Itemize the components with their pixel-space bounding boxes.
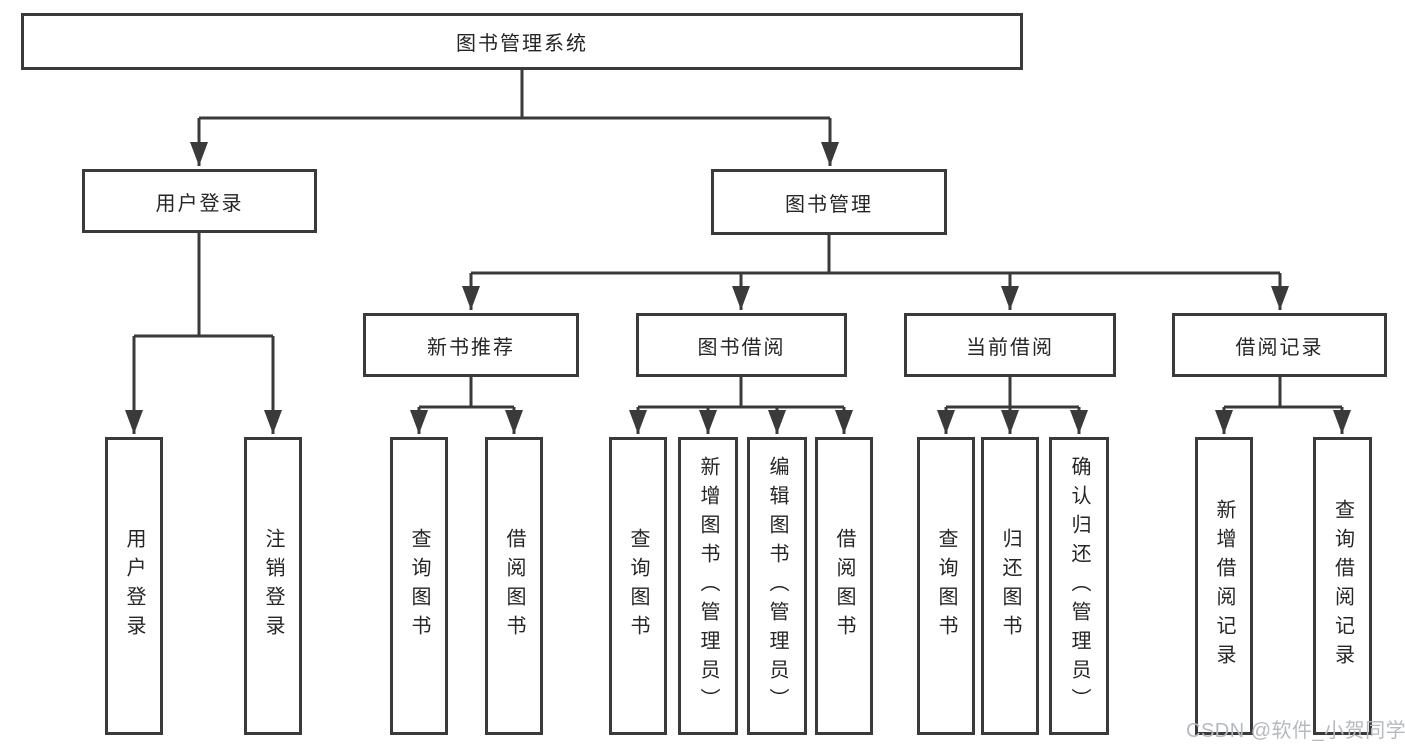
node-user-login: 用户登录 — [82, 169, 317, 233]
node-label: 图书管理 — [785, 193, 873, 216]
connector-current-borrow-to-leaves — [937, 377, 1088, 434]
leaf-user-login: 用户登录 — [105, 437, 163, 735]
node-label: 注销登录 — [262, 528, 284, 644]
node-label: 确认归还（管理员） — [1068, 455, 1090, 717]
leaf-add-borrow-record: 新增借阅记录 — [1195, 437, 1253, 735]
node-label: 新书推荐 — [427, 336, 515, 359]
connector-book-borrow-to-leaves — [629, 377, 853, 434]
node-label: 图书管理系统 — [456, 33, 588, 55]
node-label: 归还图书 — [999, 528, 1021, 644]
leaf-query-books-recommend: 查询图书 — [390, 437, 448, 735]
node-label: 新增图书（管理员） — [697, 455, 719, 717]
connector-book-management-to-level3 — [462, 235, 1289, 310]
connector-root-to-level2 — [190, 70, 839, 166]
csdn-watermark: CSDN @软件_小贺同学 — [1186, 720, 1405, 742]
connector-borrow-record-to-leaves — [1215, 377, 1351, 434]
leaf-query-books-borrow: 查询图书 — [609, 437, 667, 735]
leaf-logout: 注销登录 — [244, 437, 302, 735]
node-book-management: 图书管理 — [711, 169, 947, 235]
leaf-borrow-books-recommend: 借阅图书 — [485, 437, 543, 735]
leaf-borrow-books: 借阅图书 — [815, 437, 873, 735]
leaf-return-books: 归还图书 — [981, 437, 1039, 735]
node-library-management-system: 图书管理系统 — [21, 13, 1023, 70]
node-current-borrow: 当前借阅 — [904, 313, 1116, 377]
leaf-query-books-current: 查询图书 — [917, 437, 975, 735]
node-label: 用户登录 — [123, 528, 145, 644]
node-label: 借阅图书 — [833, 528, 855, 644]
node-label: 查询借阅记录 — [1331, 499, 1354, 673]
node-label: 新增借阅记录 — [1213, 499, 1235, 673]
node-label: 查询图书 — [935, 528, 957, 644]
node-label: 借阅记录 — [1235, 336, 1324, 359]
leaf-edit-books-admin: 编辑图书（管理员） — [747, 437, 807, 735]
node-label: 编辑图书（管理员） — [766, 455, 788, 717]
node-label: 查询图书 — [627, 528, 649, 644]
node-new-book-recommend: 新书推荐 — [363, 313, 579, 377]
node-label: 当前借阅 — [966, 336, 1054, 359]
node-label: 图书借阅 — [697, 336, 786, 359]
leaf-add-books-admin: 新增图书（管理员） — [678, 437, 738, 735]
leaf-query-borrow-record: 查询借阅记录 — [1313, 437, 1372, 735]
node-label: 查询图书 — [408, 528, 430, 644]
connector-user-login-to-leaves — [125, 233, 282, 434]
leaf-confirm-return-admin: 确认归还（管理员） — [1049, 437, 1109, 735]
node-label: 借阅图书 — [503, 528, 525, 644]
node-book-borrow: 图书借阅 — [636, 313, 847, 377]
node-borrow-record: 借阅记录 — [1172, 313, 1387, 377]
connector-new-book-rec-to-leaves — [410, 377, 523, 434]
node-label: 用户登录 — [155, 192, 244, 215]
